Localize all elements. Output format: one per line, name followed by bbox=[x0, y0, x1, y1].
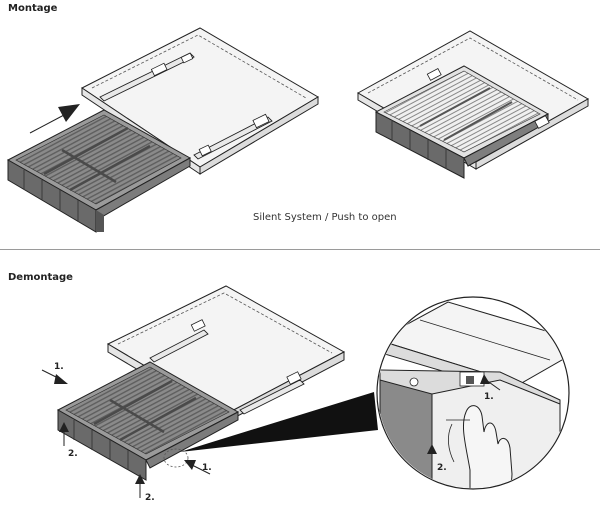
step-label-left-2: 2. bbox=[68, 449, 78, 459]
section-divider bbox=[0, 249, 600, 250]
montage-tray-left bbox=[6, 109, 192, 233]
zoom-step-label-1: 1. bbox=[484, 392, 494, 402]
step-label-front-1: 1. bbox=[202, 463, 212, 473]
step-arrow-front-2 bbox=[135, 474, 145, 498]
demontage-title: Demontage bbox=[8, 272, 73, 283]
insert-arrow bbox=[29, 104, 80, 134]
montage-runner-rear bbox=[99, 52, 195, 102]
step-label-left-1: 1. bbox=[54, 362, 64, 372]
montage-tray-right bbox=[374, 65, 550, 179]
montage-title: Montage bbox=[8, 3, 58, 14]
montage-runner-front bbox=[193, 113, 273, 160]
step-arrow-left-1 bbox=[41, 369, 68, 384]
montage-caption: Silent System / Push to open bbox=[253, 212, 397, 223]
step-arrow-front-1 bbox=[184, 460, 211, 475]
zoom-detail bbox=[376, 296, 570, 490]
zoom-cone bbox=[180, 392, 378, 452]
demontage-tray bbox=[56, 361, 240, 481]
zoom-step-label-2: 2. bbox=[437, 463, 447, 473]
step-arrow-left-2 bbox=[59, 422, 69, 446]
step-label-front-2: 2. bbox=[145, 493, 155, 503]
